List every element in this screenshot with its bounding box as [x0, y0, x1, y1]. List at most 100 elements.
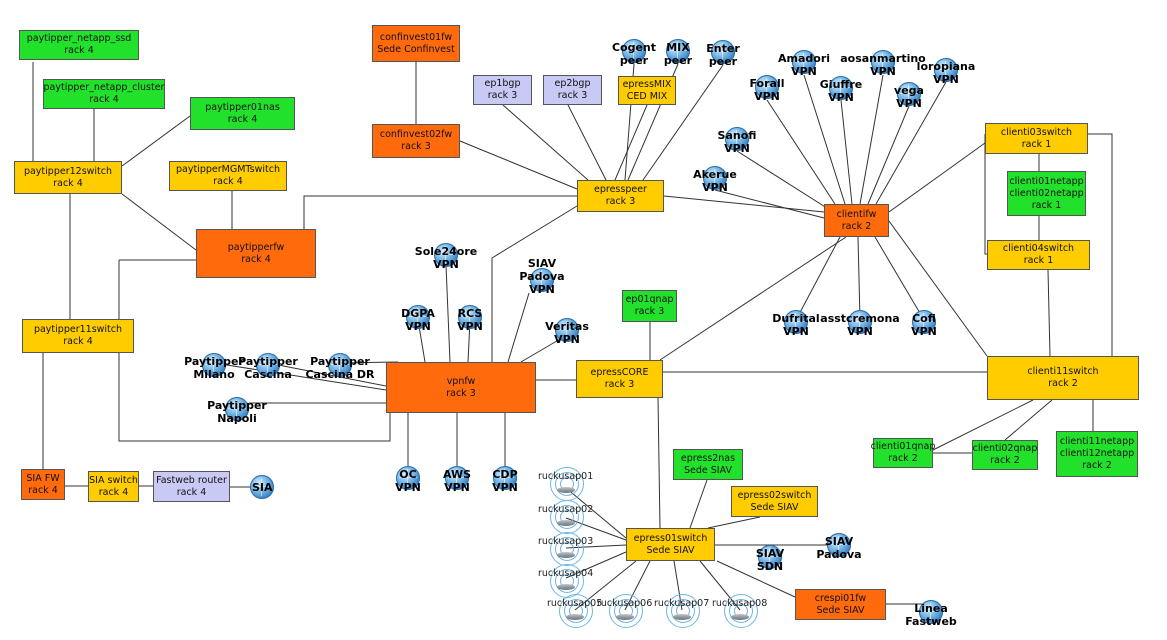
device-label: epresspeer: [594, 184, 647, 195]
vpn-label-line: Milano: [193, 368, 235, 381]
device-label: rack 4: [176, 486, 207, 498]
device-label: rack 1: [1023, 255, 1054, 266]
device-label: rack 1: [1021, 138, 1052, 150]
wireless-access-point-icon: [724, 594, 758, 628]
vpn-label-line: Veritas: [545, 320, 589, 333]
vpn-label-line: SIAV: [824, 535, 854, 548]
device-label: rack 3: [401, 141, 431, 152]
vpn-label-line: Dufrital: [772, 312, 820, 325]
device-label: clienti02qnap: [972, 443, 1038, 454]
vpn-label-line: OC: [399, 468, 417, 481]
connection-line: [857, 236, 861, 321]
globe-icon: [784, 310, 808, 334]
connection-line: [663, 195, 825, 213]
wireless-access-point-icon: [559, 594, 593, 628]
access-point-label: ruckusap07: [654, 598, 710, 609]
vpn-label-line: Paytipper: [207, 399, 267, 412]
device-label: rack 2: [990, 455, 1020, 466]
vpn-label-line: Akerue: [693, 168, 737, 181]
connection-line: [121, 193, 197, 251]
device-label: rack 4: [241, 253, 271, 265]
device-label: ep1bgp: [484, 78, 521, 89]
vpn-label-line: VPN: [405, 320, 431, 333]
vpn-label-line: Cascina: [244, 368, 292, 381]
access-point-label: ruckusap04: [538, 568, 594, 579]
connection-line: [888, 220, 988, 357]
globe-icon: [530, 268, 554, 292]
vpn-label-line: peer: [619, 54, 649, 67]
device-label: clienti02netapp: [1009, 187, 1084, 199]
device-label: epress01switch: [633, 532, 708, 544]
access-point-label: ruckusap02: [538, 504, 594, 515]
vpn-label-line: VPN: [457, 320, 483, 333]
connection-line: [267, 362, 387, 387]
globe-icon: [445, 466, 469, 490]
wireless-access-point-icon: [555, 472, 579, 496]
globe-icon: [434, 243, 458, 267]
globe-icon: [703, 166, 727, 190]
device-label: rack 4: [53, 177, 83, 189]
vpn-label-line: SIA: [252, 481, 273, 494]
connection-line: [491, 205, 578, 362]
device-label: rack 4: [89, 94, 119, 105]
device-label: paytipper_netapp_ssd: [26, 33, 132, 44]
vpn-label-line: VPN: [933, 73, 959, 86]
vpn-label-line: RCS: [457, 307, 483, 320]
vpn-label-line: Sanofi: [717, 129, 757, 142]
device-label: paytipper01nas: [205, 101, 280, 113]
globe-icon: [827, 533, 851, 557]
device-label: rack 3: [604, 379, 635, 390]
vpn-label-line: Paytipper: [184, 355, 244, 368]
vpn-label-line: VPN: [395, 481, 421, 494]
vpn-label-line: VPN: [702, 181, 728, 194]
globe-icon: [792, 50, 816, 74]
device-label: paytipper12switch: [23, 165, 113, 177]
access-point-label: ruckusap06: [597, 598, 653, 609]
vpn-label-line: Cofi: [912, 312, 936, 325]
access-point-base-icon: [557, 584, 575, 590]
globe-icon: [328, 353, 352, 377]
device-label: ep01qnap: [625, 294, 674, 305]
device-label: crespi01fw: [814, 592, 867, 604]
access-point-base-icon: [616, 614, 634, 620]
device-label: clientifw: [836, 208, 877, 220]
